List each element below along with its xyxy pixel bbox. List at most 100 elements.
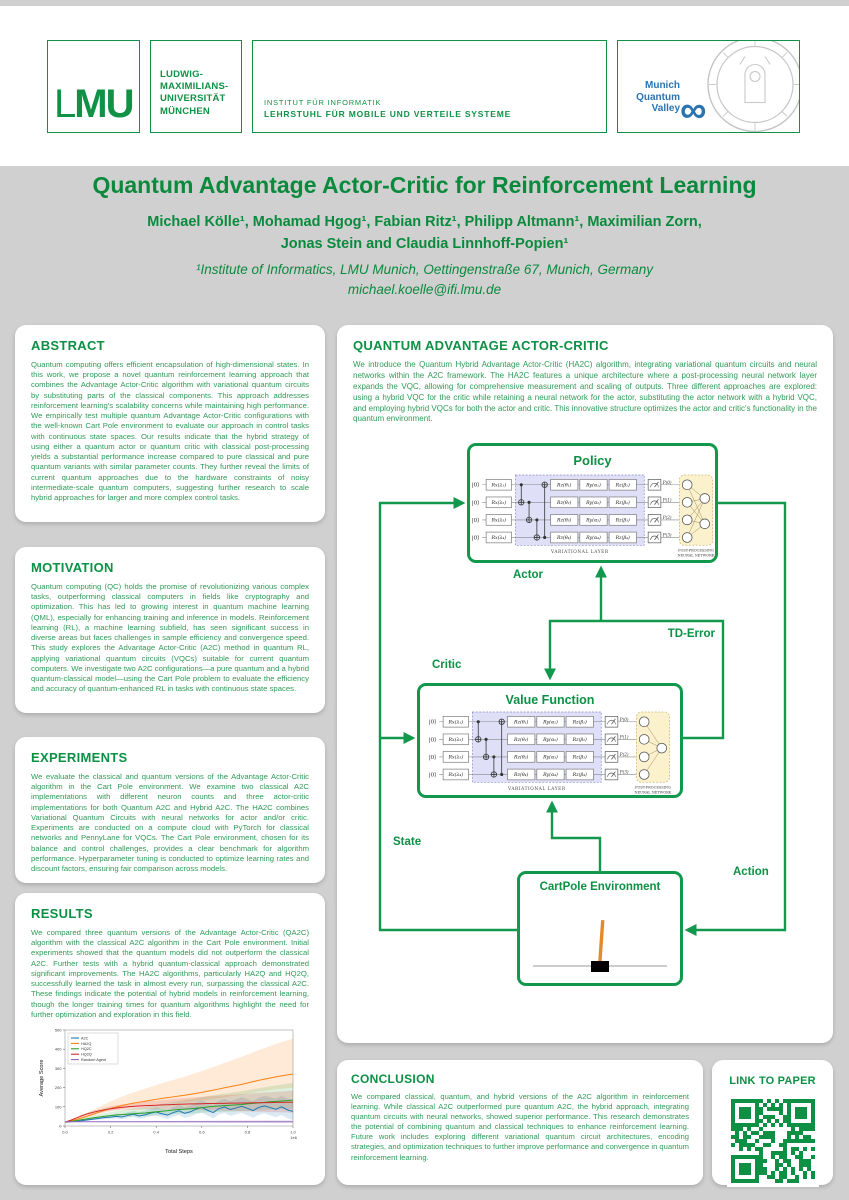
- header-bar: LMU LUDWIG- MAXIMILIANS- UNIVERSITÄT MÜN…: [0, 6, 849, 166]
- svg-text:Rz(θ₂): Rz(θ₂): [513, 736, 528, 743]
- svg-text:Ry(α₂): Ry(α₂): [585, 499, 601, 506]
- actor-label: Actor: [513, 569, 544, 582]
- svg-text:Rz(β₂): Rz(β₂): [572, 736, 587, 743]
- contact-email: michael.koelle@ifi.lmu.de: [347, 282, 502, 298]
- svg-text:Rz(β₄): Rz(β₄): [614, 534, 629, 541]
- svg-text:Rz(β₃): Rz(β₃): [614, 517, 629, 524]
- svg-text:0.8: 0.8: [245, 1130, 251, 1135]
- svg-text:0.2: 0.2: [108, 1130, 114, 1135]
- svg-text:HQ2C: HQ2C: [81, 1047, 92, 1051]
- svg-text:Rz(θ₄): Rz(θ₄): [556, 534, 571, 541]
- svg-text:0.0: 0.0: [62, 1130, 68, 1135]
- svg-text:P(2): P(2): [619, 752, 629, 757]
- svg-text:Ry(α₁): Ry(α₁): [585, 482, 601, 489]
- lmu-seal-icon: [705, 41, 799, 132]
- svg-text:|0⟩: |0⟩: [428, 719, 436, 726]
- link-to-paper-card: LINK TO PAPER: [712, 1060, 833, 1187]
- svg-text:VARIATIONAL LAYER: VARIATIONAL LAYER: [507, 787, 566, 792]
- mqv-wordmark: Munich Quantum Valley: [636, 80, 680, 114]
- mqv-logo-box: Munich Quantum Valley ∞: [617, 40, 800, 133]
- results-body: We compared three quantum versions of th…: [31, 928, 309, 1019]
- svg-text:Rz(β₄): Rz(β₄): [572, 771, 587, 778]
- svg-text:P(3): P(3): [619, 770, 629, 775]
- svg-text:0: 0: [59, 1124, 62, 1129]
- svg-text:Rz(θ₁): Rz(θ₁): [513, 719, 528, 726]
- svg-text:POST-PROCESSING: POST-PROCESSING: [678, 549, 714, 553]
- value-function-box-title: Value Function: [505, 693, 595, 708]
- title-block: Quantum Advantage Actor-Critic for Reinf…: [0, 172, 849, 300]
- svg-text:|0⟩: |0⟩: [471, 517, 479, 524]
- svg-text:100: 100: [55, 1104, 62, 1109]
- svg-text:Rx(λ₁): Rx(λ₁): [490, 482, 506, 489]
- institute-name: INSTITUT FÜR INFORMATIK LEHRSTUHL FÜR MO…: [264, 98, 512, 120]
- value-function-box: Value Function |0⟩|0⟩|0⟩|0⟩Rx(λ₁)Rx(λ₂)R…: [417, 683, 683, 799]
- qaac-title: QUANTUM ADVANTAGE ACTOR-CRITIC: [353, 338, 609, 353]
- td-error-label: TD-Error: [667, 628, 715, 641]
- svg-text:Rx(λ₄): Rx(λ₄): [447, 771, 463, 778]
- policy-box: Policy |0⟩ |0⟩ |0⟩ |0⟩ Rx(λ₁) Rx(λ₂) Rx(λ₃) Rx(…: [467, 443, 718, 564]
- svg-text:Average Score: Average Score: [39, 1060, 45, 1097]
- svg-text:Rz(θ₃): Rz(θ₃): [556, 517, 571, 524]
- lmu-logo-box: LMU: [47, 40, 140, 133]
- svg-text:0.6: 0.6: [199, 1130, 205, 1135]
- svg-text:P(0): P(0): [661, 480, 671, 485]
- svg-text:P(3): P(3): [661, 533, 671, 538]
- svg-text:Rx(λ₁): Rx(λ₁): [447, 719, 463, 726]
- affiliation: ¹Institute of Informatics, LMU Munich, O…: [0, 260, 849, 301]
- svg-text:400: 400: [55, 1047, 62, 1052]
- svg-text:P(0): P(0): [619, 717, 629, 722]
- svg-text:200: 200: [55, 1085, 62, 1090]
- svg-text:Ry(α₂): Ry(α₂): [542, 736, 558, 743]
- svg-text:Rx(λ₄): Rx(λ₄): [490, 534, 506, 541]
- motivation-title: MOTIVATION: [31, 560, 114, 575]
- svg-text:Rz(θ₂): Rz(θ₂): [556, 499, 571, 506]
- qaac-card: QUANTUM ADVANTAGE ACTOR-CRITIC We introd…: [337, 325, 833, 1043]
- cartpole-box-title: CartPole Environment: [539, 881, 661, 894]
- university-name: LUDWIG- MAXIMILIANS- UNIVERSITÄT MÜNCHEN: [160, 68, 229, 117]
- conclusion-title: CONCLUSION: [351, 1072, 435, 1086]
- motivation-body: Quantum computing (QC) holds the promise…: [31, 582, 309, 694]
- svg-text:A2C: A2C: [81, 1037, 89, 1041]
- svg-text:Ry(α₄): Ry(α₄): [585, 534, 601, 541]
- svg-text:Rz(θ₁): Rz(θ₁): [556, 482, 571, 489]
- cartpole-box: CartPole Environment: [517, 871, 683, 987]
- poster-title: Quantum Advantage Actor-Critic for Reinf…: [92, 172, 757, 198]
- svg-text:|0⟩: |0⟩: [428, 737, 436, 744]
- svg-text:300: 300: [55, 1066, 62, 1071]
- abstract-body: Quantum computing offers efficient encap…: [31, 360, 309, 503]
- svg-text:Rz(θ₄): Rz(θ₄): [513, 771, 528, 778]
- svg-text:|0⟩: |0⟩: [471, 500, 479, 507]
- svg-text:Rx(λ₂): Rx(λ₂): [447, 736, 463, 743]
- state-label: State: [393, 836, 422, 849]
- experiments-body: We evaluate the classical and quantum ve…: [31, 772, 309, 874]
- university-name-box: LUDWIG- MAXIMILIANS- UNIVERSITÄT MÜNCHEN: [150, 40, 242, 133]
- svg-text:HQ2Q: HQ2Q: [81, 1053, 92, 1057]
- svg-text:|0⟩: |0⟩: [428, 772, 436, 779]
- svg-text:P(1): P(1): [619, 735, 629, 740]
- svg-text:Ry(α₃): Ry(α₃): [585, 517, 601, 524]
- svg-text:|0⟩: |0⟩: [471, 535, 479, 542]
- svg-text:Rx(λ₂): Rx(λ₂): [490, 499, 506, 506]
- svg-text:Random Agent: Random Agent: [81, 1058, 107, 1062]
- svg-text:Total Steps: Total Steps: [165, 1149, 193, 1155]
- svg-text:Rx(λ₃): Rx(λ₃): [490, 517, 506, 524]
- architecture-diagram: Policy |0⟩ |0⟩ |0⟩ |0⟩ Rx(λ₁) Rx(λ₂) Rx(λ₃) Rx(…: [337, 433, 833, 1033]
- svg-text:Rz(β₁): Rz(β₁): [614, 482, 629, 489]
- action-label: Action: [733, 866, 769, 879]
- motivation-card: MOTIVATION Quantum computing (QC) holds …: [15, 547, 325, 713]
- lmu-logo: LMU: [54, 82, 134, 126]
- svg-text:Ry(α₄): Ry(α₄): [542, 771, 558, 778]
- abstract-title: ABSTRACT: [31, 338, 105, 353]
- svg-text:|0⟩: |0⟩: [471, 482, 479, 489]
- institute-box: INSTITUT FÜR INFORMATIK LEHRSTUHL FÜR MO…: [252, 40, 607, 133]
- policy-box-title: Policy: [573, 453, 612, 469]
- svg-text:Rz(β₂): Rz(β₂): [614, 499, 629, 506]
- svg-text:NEURAL NETWORK: NEURAL NETWORK: [677, 554, 714, 558]
- link-to-paper-title: LINK TO PAPER: [729, 1075, 816, 1087]
- value-function-circuit: |0⟩|0⟩|0⟩|0⟩Rx(λ₁)Rx(λ₂)Rx(λ₃)Rx(λ₄)Rz(θ…: [428, 708, 673, 803]
- svg-text:1.0: 1.0: [290, 1130, 296, 1135]
- critic-label: Critic: [432, 659, 462, 672]
- svg-text:Ry(α₃): Ry(α₃): [542, 754, 558, 761]
